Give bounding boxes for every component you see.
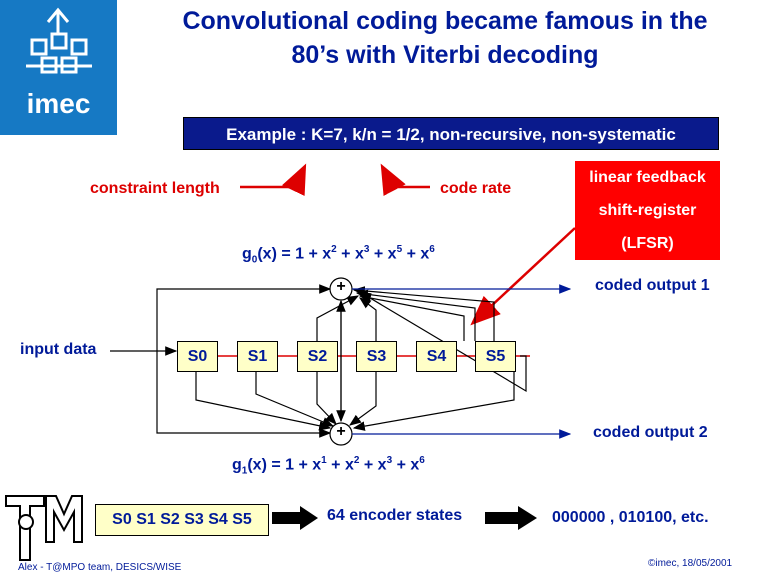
lfsr-line-3: (LFSR) [621, 235, 674, 252]
code-rate-label: code rate [440, 180, 512, 197]
page-title: Convolutional coding became famous in th… [130, 4, 760, 72]
register-s2: S2 [297, 341, 338, 372]
lfsr-line-2: shift-register [598, 202, 697, 219]
example-box: Example : K=7, k/n = 1/2, non-recursive,… [183, 117, 719, 150]
lfsr-line-1: linear feedback [589, 169, 706, 186]
lfsr-arrow [470, 227, 576, 326]
g0-polynomial: g0(x) = 1 + x2 + x3 + x5 + x6 [242, 244, 435, 266]
code-rate-arrow [380, 163, 430, 196]
register-s3: S3 [356, 341, 397, 372]
g1-polynomial: g1(x) = 1 + x1 + x2 + x3 + x6 [232, 455, 425, 477]
input-data-label: input data [20, 341, 97, 358]
constraint-length-label: constraint length [90, 180, 220, 197]
states-box: S0 S1 S2 S3 S4 S5 [95, 504, 269, 536]
adder-bottom-symbol: + [336, 423, 346, 440]
title-line-1: Convolutional coding became famous in th… [182, 7, 708, 35]
lfsr-box: linear feedback shift-register (LFSR) [575, 161, 720, 260]
footer-copyright: ©imec, 18/05/2001 [648, 558, 733, 569]
imec-logo: imec [0, 0, 117, 135]
constraint-length-arrow [240, 163, 307, 196]
register-s0: S0 [177, 341, 218, 372]
tmpo-logo [5, 495, 83, 561]
register-s5: S5 [475, 341, 516, 372]
footer-author: Alex - T@MPO team, DESICS/WISE [18, 562, 182, 573]
adder-top-symbol: + [336, 278, 346, 295]
arrow-to-states [272, 506, 318, 530]
arrow-to-examples [485, 506, 537, 530]
encoder-states-count: 64 encoder states [327, 507, 463, 524]
title-line-2: 80’s with Viterbi decoding [291, 41, 599, 69]
register-s4: S4 [416, 341, 457, 372]
register-s1: S1 [237, 341, 278, 372]
state-examples: 000000 , 010100, etc. [552, 509, 709, 526]
logo-text: imec [26, 88, 91, 119]
coded-output-2-label: coded output 2 [593, 424, 708, 441]
coded-output-1-label: coded output 1 [595, 277, 710, 294]
imec-logo-graphic [26, 7, 92, 74]
